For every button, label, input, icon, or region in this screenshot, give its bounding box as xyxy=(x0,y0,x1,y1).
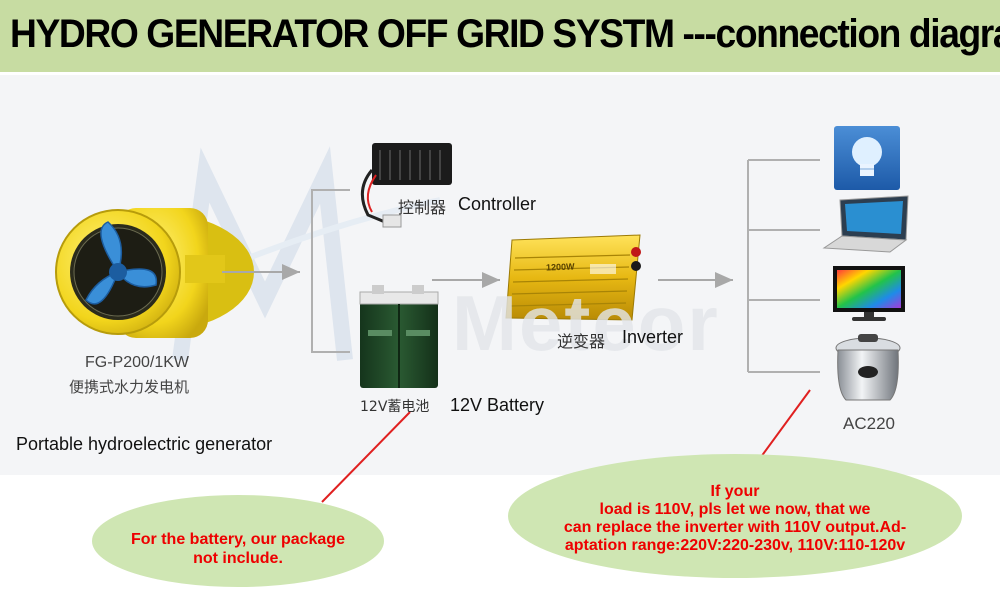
watermark-text: Meteor xyxy=(452,279,720,367)
battery-icon xyxy=(359,285,439,388)
rice-cooker-icon xyxy=(835,334,901,401)
battery-note-line1: For the battery, our package xyxy=(131,531,345,548)
light-bulb-icon xyxy=(834,126,900,190)
title-bar xyxy=(0,0,1000,72)
output-label: AC220 xyxy=(843,414,895,433)
battery-note-bubble xyxy=(92,495,384,587)
battery-note: For the battery, our package not include… xyxy=(92,530,384,568)
battery-note-pointer xyxy=(321,411,411,503)
inverter-name-cn: 逆变器 xyxy=(557,332,606,351)
battery-note-line2: not include. xyxy=(193,550,283,567)
battery-name-en: 12V Battery xyxy=(450,395,545,415)
controller-name-cn: 控制器 xyxy=(398,198,447,217)
voltage-note-line1: If your xyxy=(710,483,760,500)
inverter-name-en: Inverter xyxy=(622,327,684,347)
generator-name-en: Portable hydroelectric generator xyxy=(16,434,273,454)
generator-icon xyxy=(55,208,254,338)
controller-name-en: Controller xyxy=(458,194,537,214)
controller-icon xyxy=(360,143,452,228)
page-title: HYDRO GENERATOR OFF GRID SYSTM ---connec… xyxy=(10,12,1000,56)
voltage-note-bubble xyxy=(508,454,962,578)
voltage-note-line2: load is 110V, pls let we now, that we xyxy=(599,501,871,518)
inverter-rating: 1200W xyxy=(545,261,575,273)
bracket-controller-battery xyxy=(311,189,350,353)
monitor-icon xyxy=(833,266,905,321)
load-bus xyxy=(747,159,820,373)
battery-name-cn: 12V蓄电池 xyxy=(360,399,430,415)
generator-name-cn: 便携式水力发电机 xyxy=(69,378,190,396)
voltage-note-line4: aptation range:220V:220-230v, 110V:110-1… xyxy=(564,537,906,554)
voltage-note: If your load is 110V, pls let we now, th… xyxy=(508,483,962,555)
generator-model: FG-P200/1KW xyxy=(85,354,190,371)
laptop-icon xyxy=(822,195,909,253)
inverter-icon xyxy=(505,234,641,321)
voltage-note-line3: can replace the inverter with 110V outpu… xyxy=(563,519,907,536)
